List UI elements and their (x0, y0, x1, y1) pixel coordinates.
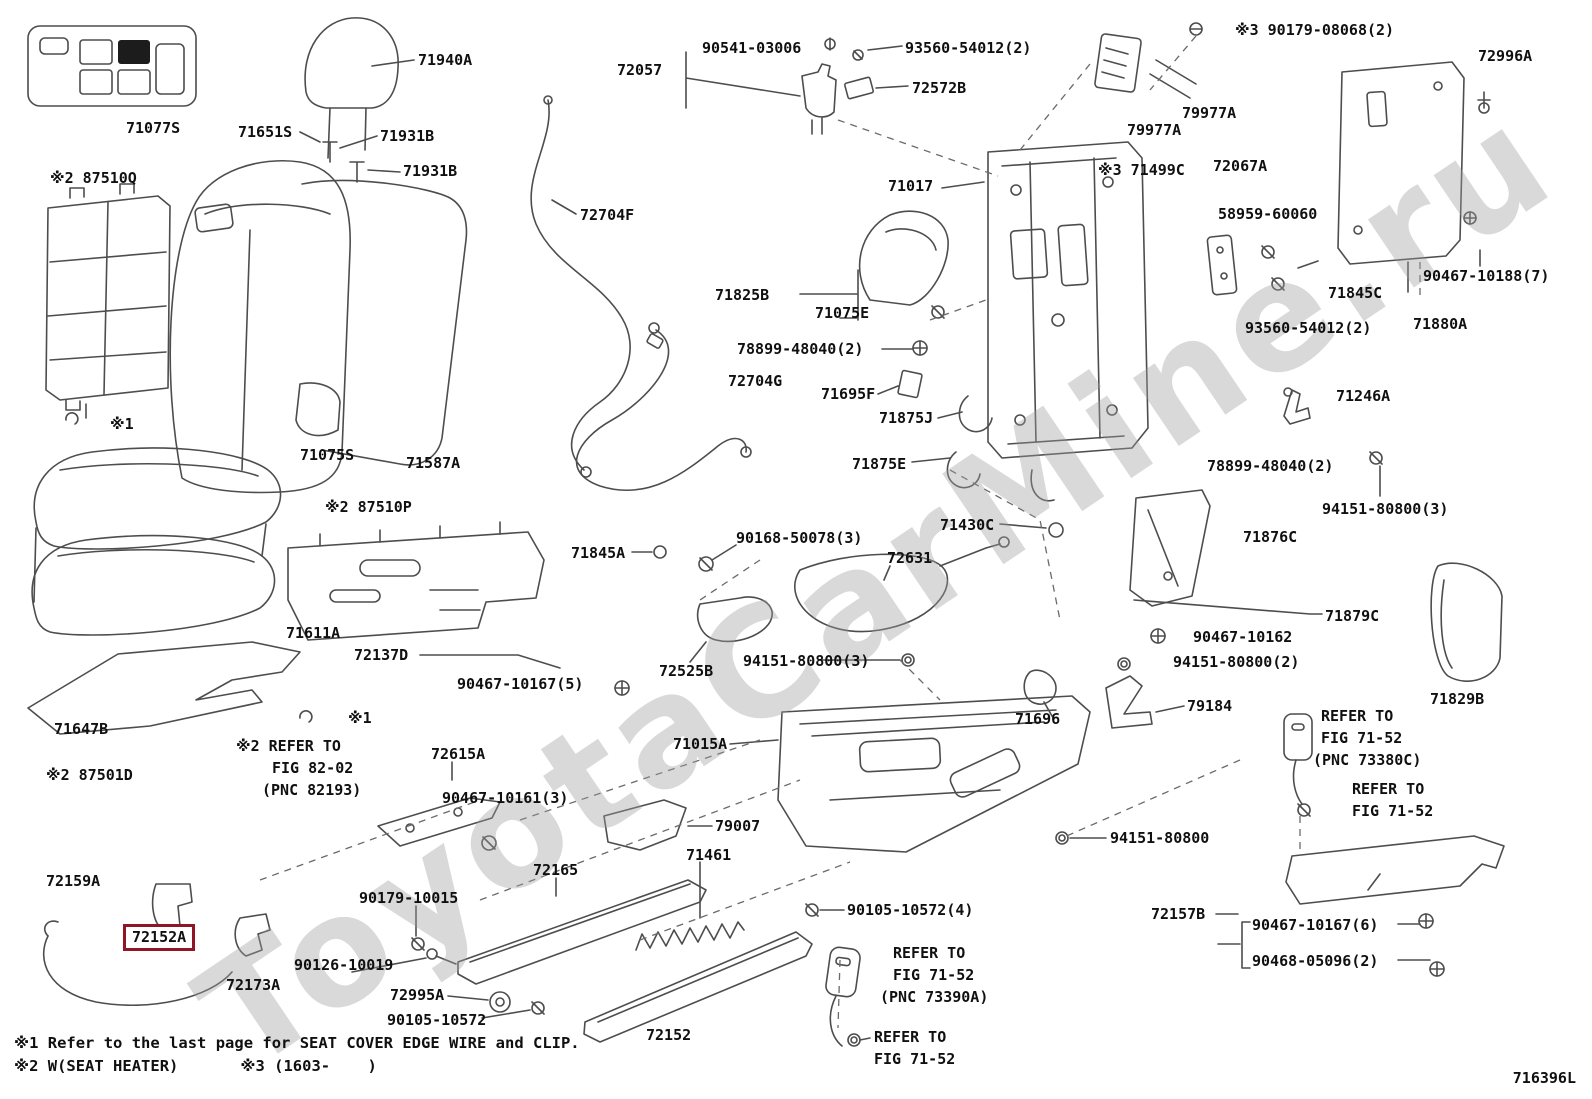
part-label: 90468-05096(2) (1252, 952, 1379, 970)
part-label: 78899-48040(2) (737, 340, 864, 358)
part-label: 93560-54012(2) (1245, 319, 1372, 337)
document-code: 716396L (1512, 1069, 1576, 1087)
part-label: 71461 (686, 846, 732, 864)
part-label: 71696 (1015, 710, 1061, 728)
part-label: 72572B (912, 79, 967, 97)
part-label: FIG 71-52 (1321, 729, 1403, 747)
part-label: ※2 87510Q (50, 169, 137, 187)
part-label: 71829B (1430, 690, 1485, 708)
part-label: 90168-50078(3) (736, 529, 863, 547)
part-label: REFER TO (893, 944, 966, 962)
part-label: 79184 (1187, 697, 1233, 715)
part-label: 72704G (728, 372, 783, 390)
part-label: 71845A (571, 544, 626, 562)
part-label: ※1 (348, 709, 372, 727)
part-label: (PNC 73380C) (1313, 751, 1422, 769)
part-label: 90467-10167(6) (1252, 916, 1379, 934)
part-label: 71825B (715, 286, 770, 304)
part-label: 93560-54012(2) (905, 39, 1032, 57)
part-label: 71940A (418, 51, 473, 69)
part-label: FIG 82-02 (272, 759, 354, 777)
part-label: 90105-10572 (387, 1011, 487, 1029)
part-label: ※3 71499C (1098, 161, 1185, 179)
part-label: 71647B (54, 720, 109, 738)
part-label: 94151-80800(3) (1322, 500, 1449, 518)
part-label: ※2 REFER TO (236, 737, 341, 755)
part-label: 72995A (390, 986, 445, 1004)
footnote-2a: ※2 W(SEAT HEATER) (14, 1057, 179, 1075)
part-label: 71246A (1336, 387, 1391, 405)
part-label: (PNC 73390A) (880, 988, 989, 1006)
part-label: 79977A (1127, 121, 1182, 139)
part-label: 71430C (940, 516, 995, 534)
part-label: 94151-80800 (1110, 829, 1210, 847)
part-label: 71879C (1325, 607, 1380, 625)
part-label: 90105-10572(4) (847, 901, 974, 919)
part-label: FIG 71-52 (893, 966, 975, 984)
part-label: 71875J (879, 409, 934, 427)
part-label: ※2 87510P (325, 498, 412, 516)
part-label: 71651S (238, 123, 293, 141)
part-label: 90541-03006 (702, 39, 802, 57)
part-label: 79977A (1182, 104, 1237, 122)
part-label: 72159A (46, 872, 101, 890)
part-label: 72165 (533, 861, 579, 879)
part-label: 90126-10019 (294, 956, 394, 974)
part-label: 90467-10167(5) (457, 675, 584, 693)
part-label: FIG 71-52 (1352, 802, 1434, 820)
footnote-1: ※1 Refer to the last page for SEAT COVER… (14, 1034, 580, 1052)
footnotes: ※1 Refer to the last page for SEAT COVER… (14, 1034, 580, 1080)
part-label: 71845C (1328, 284, 1383, 302)
part-label: FIG 71-52 (874, 1050, 956, 1068)
part-label: 71876C (1243, 528, 1298, 546)
part-label: 71015A (673, 735, 728, 753)
part-label: 71880A (1413, 315, 1468, 333)
part-label: 78899-48040(2) (1207, 457, 1334, 475)
part-label: ※3 90179-08068(2) (1235, 21, 1395, 39)
part-label: ※2 87501D (46, 766, 133, 784)
part-label: REFER TO (874, 1028, 947, 1046)
part-label: ※1 (110, 415, 134, 433)
part-label: 71695F (821, 385, 876, 403)
part-label: 71875E (852, 455, 907, 473)
part-label-highlighted: 72152A (123, 924, 196, 952)
part-label: 71931B (380, 127, 435, 145)
part-label: 71075E (815, 304, 870, 322)
part-label: 90467-10188(7) (1423, 267, 1550, 285)
part-label: 90179-10015 (359, 889, 459, 907)
part-label: 72631 (887, 549, 933, 567)
part-label: 72057 (617, 61, 663, 79)
part-label: 94151-80800(2) (1173, 653, 1300, 671)
part-label: 94151-80800(3) (743, 652, 870, 670)
part-label: 72157B (1151, 905, 1206, 923)
part-label: 72173A (226, 976, 281, 994)
part-label: 79007 (715, 817, 761, 835)
part-label: 72615A (431, 745, 486, 763)
part-label: 71587A (406, 454, 461, 472)
part-label: 72704F (580, 206, 635, 224)
part-label: 72137D (354, 646, 409, 664)
part-label: REFER TO (1321, 707, 1394, 725)
part-label: 90467-10161(3) (442, 789, 569, 807)
part-label: 58959-60060 (1218, 205, 1318, 223)
part-label: 71017 (888, 177, 934, 195)
footnote-2b: ※3 (1603- ) (240, 1057, 377, 1075)
footnote-2: ※2 W(SEAT HEATER) ※3 (1603- ) (14, 1057, 580, 1075)
part-label: 72996A (1478, 47, 1533, 65)
part-label: 72067A (1213, 157, 1268, 175)
part-label: 71077S (126, 119, 181, 137)
part-label: 72152 (646, 1026, 692, 1044)
part-label: 71611A (286, 624, 341, 642)
part-label: 71075S (300, 446, 355, 464)
part-label: 72525B (659, 662, 714, 680)
part-label: 90467-10162 (1193, 628, 1293, 646)
part-label: (PNC 82193) (262, 781, 362, 799)
part-label: REFER TO (1352, 780, 1425, 798)
part-label: 71931B (403, 162, 458, 180)
